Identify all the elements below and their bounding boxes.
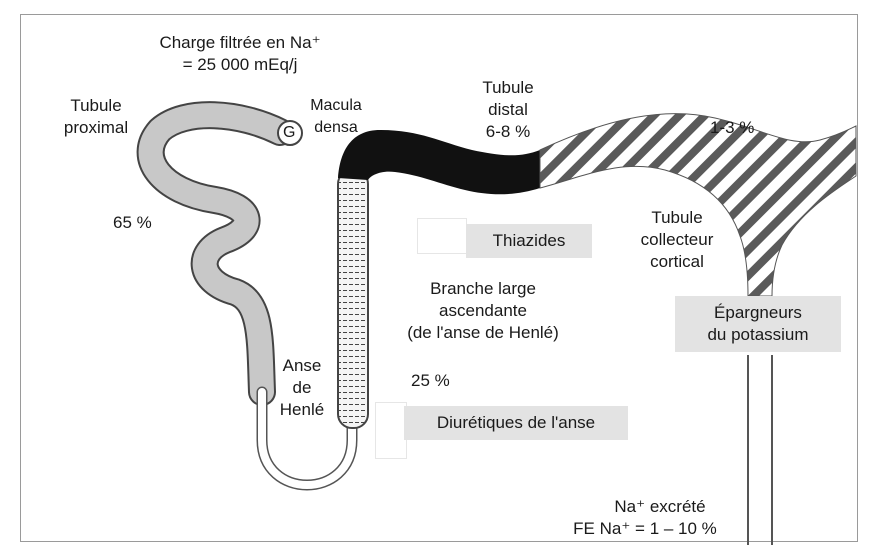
diuretiques-anse-box: Diurétiques de l'anse: [404, 406, 628, 440]
thick-ascending-limb: [338, 170, 368, 428]
charge-filtree-label: Charge filtrée en Na⁺: [125, 32, 355, 54]
pct-collecteur-label: 1-3 %: [710, 117, 754, 139]
thiazides-box: Thiazides: [466, 224, 592, 258]
blank-box: [417, 218, 467, 254]
na-excrete-label: Na⁺ excrété: [560, 496, 760, 518]
tubule-proximal-label: Tubule proximal: [46, 95, 146, 139]
blank-box: [375, 402, 407, 459]
anse-henle-label: Anse de Henlé: [272, 355, 332, 421]
macula-densa-label: Macula densa: [296, 95, 376, 139]
charge-filtree-value: = 25 000 mEq/j: [125, 54, 355, 76]
tubule-distal-label: Tubule distal 6-8 %: [458, 77, 558, 143]
pct-proximal-label: 65 %: [113, 212, 152, 234]
branche-large-label: Branche large ascendante (de l'anse de H…: [378, 278, 588, 344]
epargneurs-box: Épargneurs du potassium: [675, 296, 841, 352]
pct-anse-label: 25 %: [411, 370, 450, 392]
proximal-tubule-fill: [151, 115, 280, 392]
glomerulus-label: G: [283, 122, 295, 144]
tubule-collecteur-label: Tubule collecteur cortical: [622, 207, 732, 273]
fe-na-label: FE Na⁺ = 1 – 10 %: [525, 518, 765, 540]
